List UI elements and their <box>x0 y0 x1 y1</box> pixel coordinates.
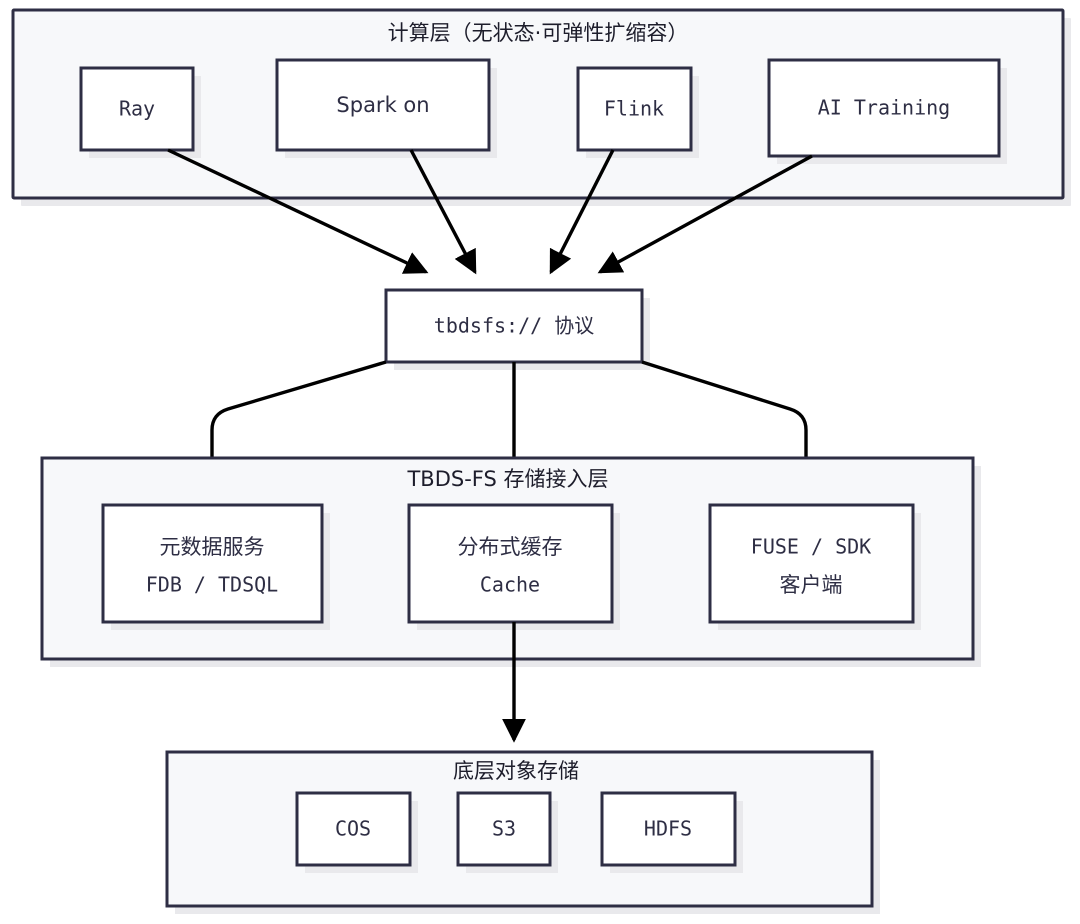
node-protocol-box[interactable] <box>384 288 644 364</box>
node-spark-on-box[interactable] <box>275 58 491 152</box>
edge-protocol-to-metadata <box>200 360 387 497</box>
node-ai-training-box[interactable] <box>767 58 1001 158</box>
compute-layer-title: 计算层（无状态·可弹性扩缩容） <box>388 21 689 45</box>
node-hdfs-label: HDFS <box>644 817 692 841</box>
node-s3-label: S3 <box>492 817 516 841</box>
node-ai-training[interactable]: AI Training <box>767 58 1007 164</box>
node-fuse-sdk-client-box[interactable] <box>708 503 915 624</box>
edge-spark-to-protocol <box>409 149 477 275</box>
node-metadata-service-label-line2: FDB / TDSQL <box>146 573 278 597</box>
node-spark-on-label: Spark on <box>336 93 429 117</box>
node-cos-label: COS <box>335 817 371 841</box>
node-ray[interactable]: Ray <box>79 66 201 158</box>
node-flink-box[interactable] <box>576 66 693 152</box>
node-cos-box[interactable] <box>295 791 412 867</box>
node-protocol[interactable]: tbdsfs:// 协议 <box>384 288 650 370</box>
node-protocol-label: tbdsfs:// 协议 <box>434 314 594 338</box>
node-fuse-sdk-client[interactable]: FUSE / SDK 客户端 <box>708 503 921 630</box>
node-cos[interactable]: COS <box>295 791 418 873</box>
node-metadata-service-box[interactable] <box>101 503 324 624</box>
node-ray-box[interactable] <box>79 66 195 152</box>
edges-compute-to-protocol <box>167 148 813 275</box>
storage-access-layer-title: TBDS-FS 存储接入层 <box>406 467 608 491</box>
node-metadata-service[interactable]: 元数据服务 FDB / TDSQL <box>101 503 330 630</box>
edge-ai-training-to-protocol <box>597 154 813 274</box>
edge-protocol-to-fuse <box>641 360 818 497</box>
object-storage-layer-title: 底层对象存储 <box>453 759 579 783</box>
edge-flink-to-protocol <box>549 149 615 275</box>
node-distributed-cache-label-line2: Cache <box>480 573 540 597</box>
node-distributed-cache-box[interactable] <box>407 503 614 624</box>
node-metadata-service-label-line1: 元数据服务 <box>160 535 265 559</box>
node-s3-box[interactable] <box>456 791 552 867</box>
edge-ray-to-protocol <box>167 148 429 274</box>
node-ray-label: Ray <box>119 97 155 121</box>
node-fuse-sdk-client-label-line2: 客户端 <box>780 573 843 597</box>
node-distributed-cache-label-line1: 分布式缓存 <box>458 535 563 559</box>
node-spark-on[interactable]: Spark on <box>275 58 497 158</box>
node-hdfs-box[interactable] <box>600 791 737 867</box>
node-ai-training-label: AI Training <box>818 96 950 120</box>
node-flink-label: Flink <box>604 97 664 121</box>
node-fuse-sdk-client-label-line1: FUSE / SDK <box>751 535 871 559</box>
node-flink[interactable]: Flink <box>576 66 699 158</box>
node-distributed-cache[interactable]: 分布式缓存 Cache <box>407 503 620 630</box>
node-hdfs[interactable]: HDFS <box>600 791 743 873</box>
node-s3[interactable]: S3 <box>456 791 558 873</box>
